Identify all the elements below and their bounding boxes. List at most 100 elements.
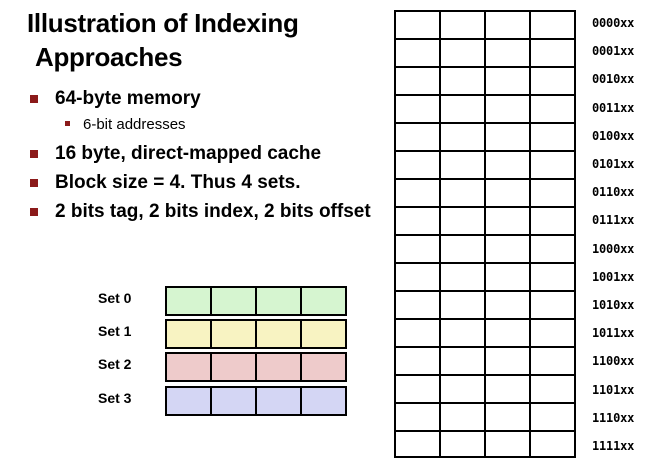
cache-byte-cell (257, 288, 302, 314)
memory-byte-cell (396, 208, 441, 234)
memory-block-row (394, 38, 576, 66)
memory-byte-cell (531, 96, 576, 122)
memory-byte-cell (441, 292, 486, 318)
memory-byte-cell (531, 152, 576, 178)
memory-byte-cell (396, 292, 441, 318)
memory-block-row (394, 402, 576, 430)
set-label: Set 1 (98, 323, 132, 339)
memory-address-label: 1011xx (592, 326, 635, 341)
set-block (165, 286, 347, 316)
cache-byte-cell (257, 388, 302, 414)
bullet-square-icon (30, 179, 38, 187)
memory-block-row (394, 430, 576, 458)
memory-address-label: 0100xx (592, 128, 635, 143)
memory-block-row (394, 66, 576, 94)
memory-byte-cell (486, 292, 531, 318)
bullet-item: 2 bits tag, 2 bits index, 2 bits offset (28, 199, 388, 228)
memory-byte-cell (486, 376, 531, 402)
set-label: Set 3 (98, 390, 132, 406)
cache-byte-cell (257, 321, 302, 347)
cache-byte-cell (257, 354, 302, 380)
memory-address-label: 0110xx (592, 185, 635, 200)
cache-byte-cell (302, 321, 345, 347)
memory-byte-cell (486, 432, 531, 458)
set-block (165, 352, 347, 382)
memory-byte-cell (531, 12, 576, 38)
memory-byte-cell (486, 320, 531, 346)
memory-byte-cell (531, 348, 576, 374)
memory-byte-cell (531, 292, 576, 318)
title-line-2: Approaches (35, 42, 183, 72)
memory-byte-cell (441, 124, 486, 150)
memory-byte-cell (441, 96, 486, 122)
memory-block (394, 430, 576, 458)
bullet-text: 64-byte memory (55, 88, 201, 109)
bullet-item: 64-byte memory (28, 86, 388, 115)
memory-byte-cell (486, 404, 531, 430)
cache-byte-cell (167, 388, 212, 414)
memory-byte-cell (396, 236, 441, 262)
memory-block-row (394, 374, 576, 402)
memory-address-label: 0000xx (592, 16, 635, 30)
memory-block (394, 10, 576, 38)
cache-byte-cell (212, 321, 257, 347)
memory-byte-cell (531, 180, 576, 206)
memory-byte-cell (396, 68, 441, 94)
memory-byte-cell (486, 124, 531, 150)
memory-byte-cell (396, 40, 441, 66)
memory-address-label: 0010xx (592, 72, 635, 87)
memory-block-row (394, 206, 576, 234)
set-block (165, 319, 347, 349)
memory-block (394, 346, 576, 374)
memory-byte-cell (441, 404, 486, 430)
bullet-item: Block size = 4. Thus 4 sets. (28, 170, 388, 199)
bullet-square-icon (30, 95, 38, 103)
memory-byte-cell (396, 264, 441, 290)
cache-byte-cell (302, 388, 345, 414)
memory-byte-cell (396, 12, 441, 38)
memory-byte-cell (396, 432, 441, 458)
memory-byte-cell (486, 96, 531, 122)
sub-bullet-item: 6-bit addresses (28, 115, 388, 141)
cache-byte-cell (212, 288, 257, 314)
cache-byte-cell (302, 354, 345, 380)
set-block (165, 386, 347, 416)
memory-byte-cell (396, 180, 441, 206)
memory-block (394, 122, 576, 150)
memory-block-row (394, 150, 576, 178)
memory-block-row (394, 94, 576, 122)
set-label: Set 2 (98, 356, 132, 372)
memory-address-label: 1000xx (592, 241, 635, 256)
bullet-square-icon (30, 208, 38, 216)
memory-byte-cell (396, 376, 441, 402)
memory-byte-cell (486, 68, 531, 94)
cache-byte-cell (167, 321, 212, 347)
memory-byte-cell (441, 40, 486, 66)
bullet-text: 2 bits tag, 2 bits index, 2 bits offset (55, 201, 371, 222)
memory-byte-cell (531, 208, 576, 234)
memory-byte-cell (486, 40, 531, 66)
memory-byte-cell (486, 180, 531, 206)
memory-byte-cell (441, 208, 486, 234)
bullet-list: 64-byte memory 6-bit addresses 16 byte, … (28, 86, 388, 228)
memory-byte-cell (531, 320, 576, 346)
memory-byte-cell (486, 264, 531, 290)
memory-block (394, 402, 576, 430)
memory-byte-cell (441, 180, 486, 206)
memory-byte-cell (486, 12, 531, 38)
bullet-text: 16 byte, direct-mapped cache (55, 143, 322, 164)
memory-byte-cell (531, 40, 576, 66)
bullet-text: Block size = 4. Thus 4 sets. (55, 172, 301, 193)
memory-block (394, 178, 576, 206)
memory-block (394, 206, 576, 234)
cache-byte-cell (212, 354, 257, 380)
memory-address-label: 0111xx (592, 213, 635, 228)
memory-block-row (394, 234, 576, 262)
memory-block (394, 38, 576, 66)
memory-block-row (394, 122, 576, 150)
memory-byte-cell (531, 376, 576, 402)
memory-byte-cell (531, 236, 576, 262)
memory-address-label: 1001xx (592, 269, 635, 284)
memory-address-label: 1100xx (592, 354, 635, 369)
memory-byte-cell (396, 404, 441, 430)
